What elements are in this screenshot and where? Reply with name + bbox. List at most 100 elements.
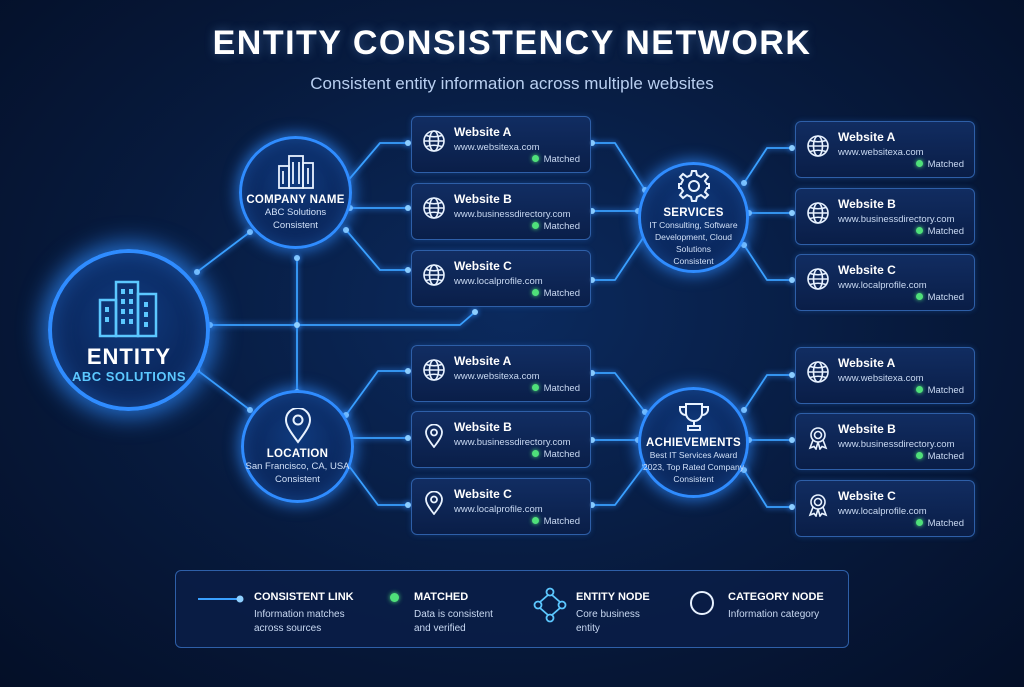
matched-status: Matched <box>531 516 580 527</box>
website-url[interactable]: www.localprofile.com <box>454 504 543 515</box>
map-pin-icon <box>284 407 311 444</box>
website-url[interactable]: www.localprofile.com <box>838 280 927 291</box>
website-url[interactable]: www.websitexa.com <box>454 142 540 153</box>
legend-title: CATEGORY NODE <box>728 591 824 603</box>
entity-node[interactable]: ENTITY ABC SOLUTIONS <box>48 249 210 411</box>
legend-desc: Data is consistent and verified <box>414 609 493 634</box>
circle-node-icon <box>690 591 714 615</box>
globe-icon <box>422 196 446 220</box>
category-status: Consistent <box>275 473 320 485</box>
globe-icon <box>806 134 830 158</box>
entity-title: ENTITY <box>86 343 172 369</box>
matched-dot-icon <box>531 450 539 457</box>
website-url[interactable]: www.localprofile.com <box>838 506 927 517</box>
legend-desc: Core business entity <box>576 609 640 634</box>
category-node-company-name[interactable]: COMPANY NAME ABC Solutions Consistent <box>239 136 352 249</box>
website-name: Website A <box>454 354 512 368</box>
matched-status: Matched <box>915 385 964 396</box>
matched-dot-icon <box>915 160 923 167</box>
category-node-achievements[interactable]: ACHIEVEMENTS Best IT Services Award 2023… <box>638 387 749 498</box>
trophy-icon <box>678 402 709 431</box>
website-name: Website B <box>838 422 896 436</box>
category-status: Consistent <box>673 255 714 266</box>
matched-dot-icon <box>390 593 399 602</box>
category-node-location[interactable]: LOCATION San Francisco, CA, USA Consiste… <box>241 390 354 503</box>
matched-status: Matched <box>531 154 580 165</box>
website-url[interactable]: www.localprofile.com <box>454 276 543 287</box>
legend: CONSISTENT LINK Information matches acro… <box>175 570 849 648</box>
website-name: Website A <box>838 130 896 144</box>
website-name: Website C <box>838 489 896 503</box>
map-pin-icon <box>422 490 446 516</box>
page-title: ENTITY CONSISTENCY NETWORK <box>212 24 812 62</box>
matched-dot-icon <box>915 386 923 393</box>
matched-dot-icon <box>915 293 923 300</box>
link-line-icon <box>198 595 244 603</box>
matched-dot-icon <box>531 384 539 391</box>
legend-matched: MATCHED Data is consistent and verified <box>386 571 526 649</box>
category-status: Consistent <box>273 219 318 231</box>
category-title: ACHIEVEMENTS <box>646 436 741 449</box>
entity-name: ABC SOLUTIONS <box>71 368 187 384</box>
website-name: Website B <box>454 192 512 206</box>
matched-status: Matched <box>531 383 580 394</box>
matched-status: Matched <box>531 449 580 460</box>
website-url[interactable]: www.businessdirectory.com <box>454 209 571 220</box>
office-building-icon <box>277 154 314 189</box>
map-pin-icon <box>422 423 446 449</box>
website-name: Website C <box>454 487 512 501</box>
website-url[interactable]: www.websitexa.com <box>838 147 924 158</box>
matched-status: Matched <box>915 292 964 303</box>
website-name: Website C <box>454 259 512 273</box>
matched-dot-icon <box>915 227 923 234</box>
category-title: LOCATION <box>266 447 329 460</box>
legend-entity-node: ENTITY NODE Core business entity <box>531 571 681 649</box>
website-name: Website A <box>454 125 512 139</box>
globe-icon <box>806 201 830 225</box>
building-icon <box>98 280 158 337</box>
website-url[interactable]: www.websitexa.com <box>838 373 924 384</box>
matched-dot-icon <box>915 452 923 459</box>
website-url[interactable]: www.businessdirectory.com <box>838 439 955 450</box>
network-node-icon <box>533 587 567 623</box>
globe-icon <box>422 263 446 287</box>
category-status: Consistent <box>673 473 714 484</box>
matched-status: Matched <box>915 451 964 462</box>
matched-dot-icon <box>531 289 539 296</box>
globe-icon <box>422 358 446 382</box>
matched-status: Matched <box>915 159 964 170</box>
globe-icon <box>422 129 446 153</box>
website-name: Website B <box>454 420 512 434</box>
gear-icon <box>677 169 710 202</box>
matched-status: Matched <box>531 221 580 232</box>
matched-status: Matched <box>531 288 580 299</box>
matched-dot-icon <box>531 517 539 524</box>
website-url[interactable]: www.businessdirectory.com <box>838 214 955 225</box>
website-name: Website C <box>838 263 896 277</box>
category-value: 2023, Top Rated Company <box>643 461 744 472</box>
website-url[interactable]: www.businessdirectory.com <box>454 437 571 448</box>
matched-dot-icon <box>531 155 539 162</box>
award-badge-icon <box>806 493 830 518</box>
website-url[interactable]: www.websitexa.com <box>454 371 540 382</box>
category-value: IT Consulting, Software <box>649 219 738 230</box>
legend-consistent-link: CONSISTENT LINK Information matches acro… <box>194 571 364 649</box>
category-node-services[interactable]: SERVICES IT Consulting, Software Develop… <box>638 162 749 273</box>
legend-title: CONSISTENT LINK <box>254 591 354 603</box>
category-title: SERVICES <box>663 206 724 219</box>
matched-dot-icon <box>531 222 539 229</box>
legend-desc: Information matches across sources <box>254 609 345 634</box>
page-subtitle: Consistent entity information across mul… <box>310 74 714 93</box>
